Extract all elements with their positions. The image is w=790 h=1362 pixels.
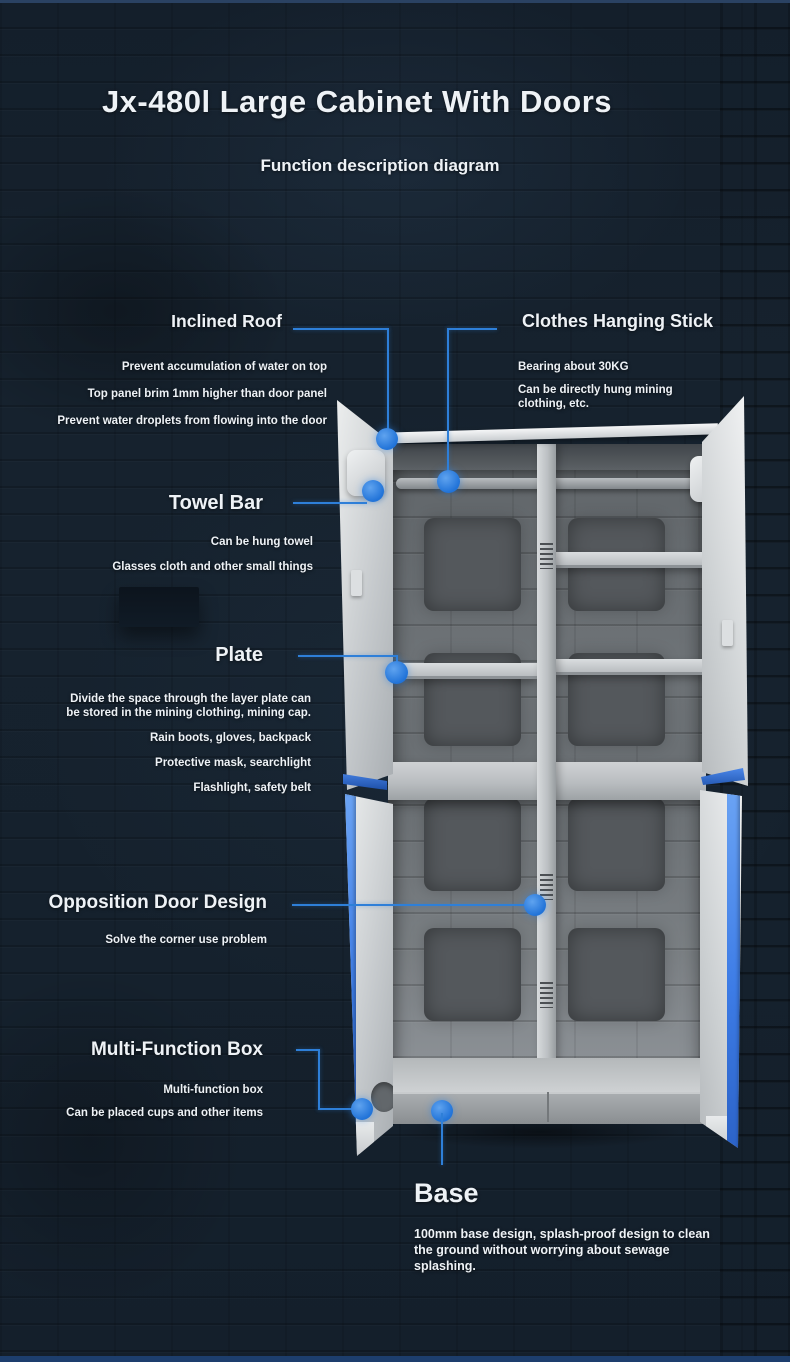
callout-line-multi-function-box xyxy=(318,1108,356,1110)
callout-line-text: Glasses cloth and other small things xyxy=(112,561,313,573)
callout-dot-plate xyxy=(385,661,408,684)
door-lower-right xyxy=(700,790,742,1148)
divider-vent xyxy=(540,982,553,1008)
callout-line-clothes-hanging-stick xyxy=(447,328,449,474)
callout-heading-base: Base xyxy=(414,1178,479,1208)
callout-heading-clothes-hanging-stick: Clothes Hanging Stick xyxy=(522,311,714,331)
callout-line-base xyxy=(441,1113,443,1165)
door-lock-right xyxy=(722,620,733,646)
cabinet-interior xyxy=(388,444,706,1092)
back-panel xyxy=(424,928,521,1021)
callout-line-clothes-hanging-stick xyxy=(447,328,497,330)
door-blue-edge-lower-right xyxy=(727,792,740,1148)
callout-dot-opposition-door xyxy=(524,894,546,916)
callout-line-multi-function-box xyxy=(296,1049,320,1051)
callout-line-text: Prevent water droplets from flowing into… xyxy=(57,415,327,427)
callout-heading-multi-function-box: Multi-Function Box xyxy=(90,1039,263,1060)
callout-heading-inclined-roof: Inclined Roof xyxy=(171,311,282,331)
base-plinth-seam xyxy=(547,1092,549,1122)
callout-dot-clothes-hanging-stick xyxy=(437,470,460,493)
callout-heading-opposition-door: Opposition Door Design xyxy=(48,892,268,913)
back-panel xyxy=(424,798,521,891)
page-title: Jx-480l Large Cabinet With Doors xyxy=(101,84,613,119)
back-panel xyxy=(568,928,665,1021)
top-divider-line xyxy=(0,0,790,3)
callout-line-text: Prevent accumulation of water on top xyxy=(121,361,327,373)
callout-line-text: Can be hung towel xyxy=(210,536,313,548)
wall-shadow-bottom-left xyxy=(0,950,300,1330)
callout-dot-multi-function-box xyxy=(351,1098,373,1120)
cabinet-floor xyxy=(388,1058,706,1092)
callout-line-inclined-roof xyxy=(387,328,389,432)
callout-heading-towel-bar: Towel Bar xyxy=(168,492,263,514)
callout-line-text: Divide the space through the layer plate… xyxy=(66,693,311,719)
callout-line-text: Bearing about 30KG xyxy=(518,361,629,373)
wall-shadow-top-left xyxy=(0,185,330,465)
callout-line-text: Solve the corner use problem xyxy=(105,934,267,946)
callout-body-inclined-roof: Prevent accumulation of water on top Top… xyxy=(7,360,327,441)
multi-function-box-cup-holder xyxy=(371,1082,393,1112)
callout-line-text: Multi-function box xyxy=(163,1084,263,1096)
divider-vent xyxy=(540,543,553,569)
wall-mounted-box xyxy=(119,587,199,627)
back-panel xyxy=(424,518,521,611)
shelf-right-upper xyxy=(556,552,704,568)
bottom-blue-bar xyxy=(0,1356,790,1362)
callout-body-plate: Divide the space through the layer plate… xyxy=(55,692,311,806)
door-foot-left xyxy=(353,1122,374,1154)
cabinet-illustration xyxy=(330,392,754,1162)
callout-heading-plate: Plate xyxy=(215,644,263,666)
callout-line-plate xyxy=(298,655,398,657)
callout-line-text: Protective mask, searchlight xyxy=(155,757,311,769)
page-subtitle: Function description diagram xyxy=(260,156,500,175)
callout-line-inclined-roof xyxy=(293,328,389,330)
center-divider xyxy=(537,444,556,1092)
callout-dot-base xyxy=(431,1100,453,1122)
door-upper-right xyxy=(702,396,748,786)
callout-body-towel-bar: Can be hung towel Glasses cloth and othe… xyxy=(98,535,313,585)
shelf-plate-left xyxy=(388,663,537,679)
door-upper-left xyxy=(337,400,393,790)
shelf-plate-right xyxy=(556,659,704,675)
divider-vent xyxy=(540,874,553,900)
callout-dot-inclined-roof xyxy=(376,428,398,450)
callout-line-text: Can be placed cups and other items xyxy=(66,1107,263,1119)
callout-body-multi-function-box: Multi-function box Can be placed cups an… xyxy=(30,1083,263,1129)
callout-body-opposition-door: Solve the corner use problem xyxy=(0,933,267,959)
callout-line-text: Can be directly hung mining clothing, et… xyxy=(518,384,673,410)
callout-line-multi-function-box xyxy=(318,1049,320,1110)
callout-line-text: Top panel brim 1mm higher than door pane… xyxy=(87,388,327,400)
inclined-roof-panel xyxy=(379,423,719,444)
back-panel xyxy=(568,798,665,891)
callout-line-opposition-door xyxy=(292,904,528,906)
callout-body-clothes-hanging-stick: Bearing about 30KG Can be directly hung … xyxy=(518,360,684,420)
callout-line-text: 100mm base design, splash-proof design t… xyxy=(414,1227,710,1273)
callout-body-base: 100mm base design, splash-proof design t… xyxy=(414,1226,722,1274)
callout-line-towel-bar xyxy=(293,502,367,504)
callout-line-text: Flashlight, safety belt xyxy=(193,782,311,794)
callout-dot-towel-bar xyxy=(362,480,384,502)
callout-line-text: Rain boots, gloves, backpack xyxy=(149,732,311,744)
door-lock-left xyxy=(351,570,362,596)
